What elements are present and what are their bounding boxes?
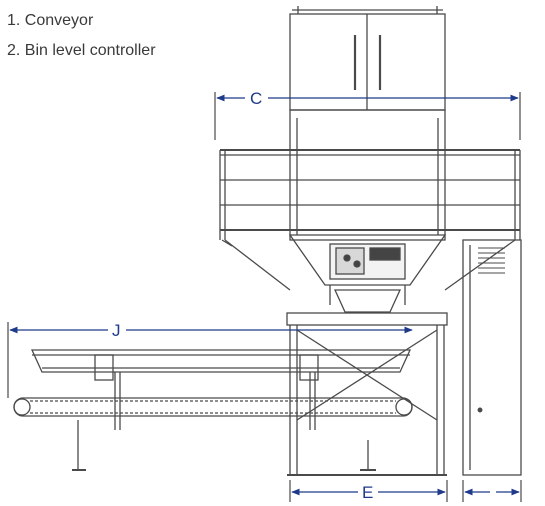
- legend-item-conveyor: 1. Conveyor: [7, 12, 94, 29]
- legend-item-bin-level-controller: 2. Bin level controller: [7, 42, 156, 59]
- hopper-body: [289, 109, 446, 241]
- dimension-j: J: [7, 321, 413, 398]
- control-panel: [329, 243, 406, 280]
- legend: 1. Conveyor 2. Bin level controller: [7, 6, 156, 66]
- conveyor: [13, 349, 413, 471]
- support-frame: [286, 312, 448, 476]
- dimension-e-label: E: [362, 483, 373, 502]
- dimension-c-label: C: [250, 89, 262, 108]
- dimension-j-label: J: [112, 321, 121, 340]
- electrical-cabinet: [462, 239, 522, 476]
- dimension-c: C: [214, 89, 521, 140]
- upper-hopper-cabinet: [289, 6, 446, 111]
- dimension-cabinet-width: [462, 480, 522, 502]
- dimension-e: E: [289, 480, 448, 502]
- weigh-hopper: [288, 234, 447, 313]
